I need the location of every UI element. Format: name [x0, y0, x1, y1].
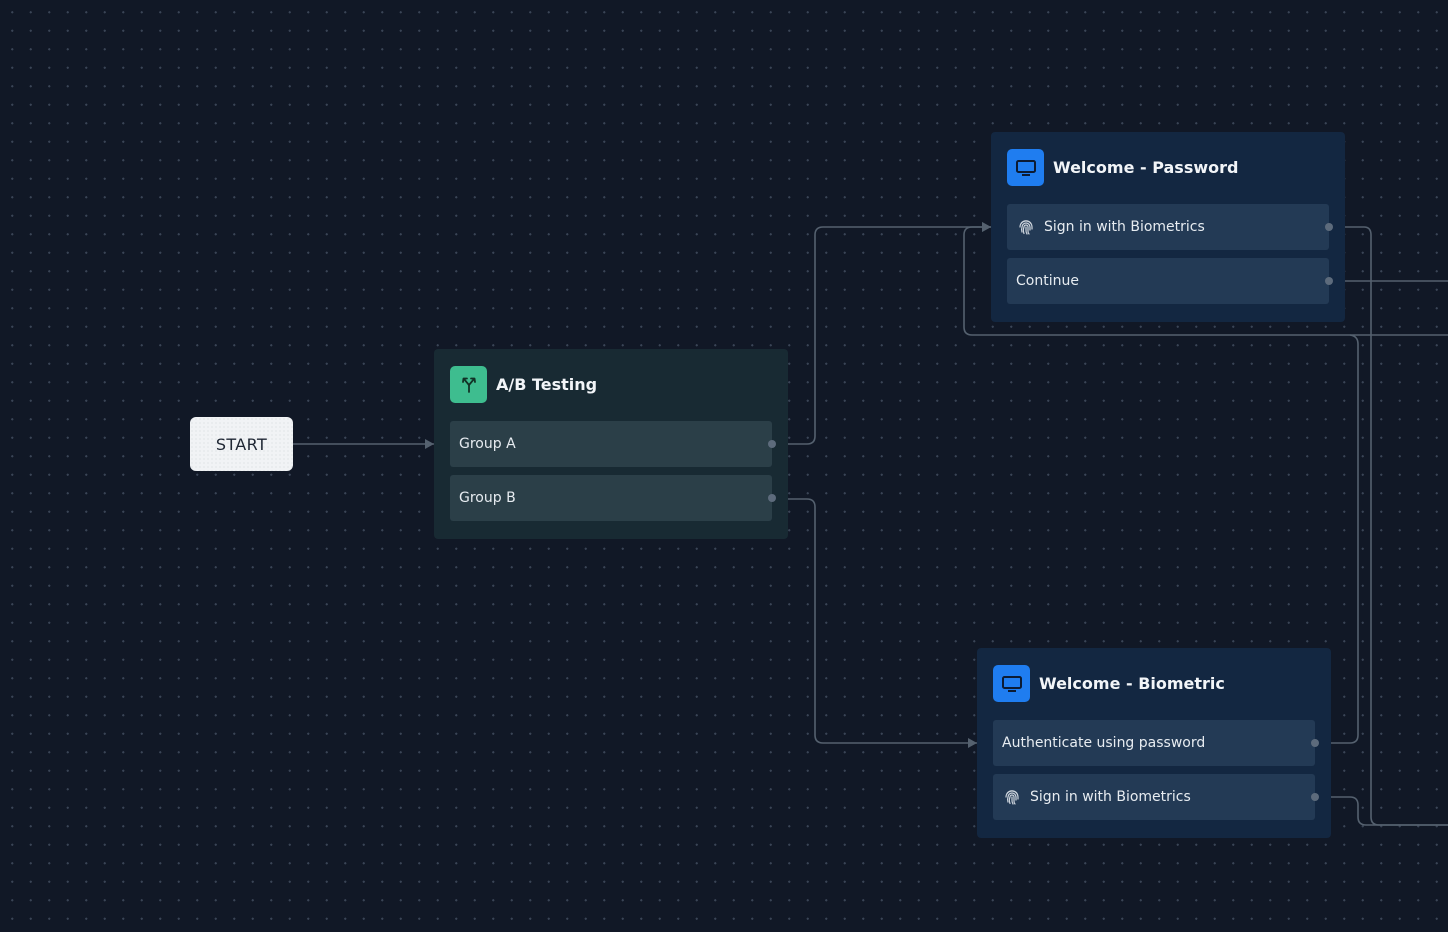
- edge-groupb-to-welcome-biometric: [771, 498, 977, 748]
- fingerprint-icon: [1017, 218, 1035, 236]
- output-port[interactable]: [1311, 739, 1319, 747]
- split-branch-icon: [450, 366, 487, 403]
- ab-testing-header: A/B Testing: [450, 366, 772, 403]
- option-label: Authenticate using password: [1002, 735, 1206, 751]
- welcome-biometric-node[interactable]: Welcome - Biometric Authenticate using p…: [977, 648, 1331, 838]
- ab-testing-title: A/B Testing: [496, 375, 598, 394]
- welcome-biometric-header: Welcome - Biometric: [993, 665, 1315, 702]
- welcome-password-node[interactable]: Welcome - Password Sign in with Biometri…: [991, 132, 1345, 322]
- output-port[interactable]: [768, 440, 776, 448]
- option-sign-in-biometrics[interactable]: Sign in with Biometrics: [1007, 204, 1333, 250]
- ab-testing-node[interactable]: A/B Testing Group A Group B: [434, 349, 788, 539]
- start-label: START: [215, 434, 268, 454]
- monitor-icon: [1007, 149, 1044, 186]
- monitor-icon: [993, 665, 1030, 702]
- option-group-a[interactable]: Group A: [450, 421, 776, 467]
- welcome-password-header: Welcome - Password: [1007, 149, 1329, 186]
- start-node[interactable]: START: [190, 417, 293, 471]
- option-authenticate-password[interactable]: Authenticate using password: [993, 720, 1319, 766]
- welcome-password-title: Welcome - Password: [1053, 158, 1239, 177]
- option-label: Group A: [459, 436, 516, 452]
- output-port[interactable]: [1325, 277, 1333, 285]
- option-continue[interactable]: Continue: [1007, 258, 1333, 304]
- edge-password-biometrics-out: [1328, 226, 1448, 826]
- option-label: Sign in with Biometrics: [1044, 219, 1205, 235]
- edge-biometric-signin-out: [1314, 796, 1448, 826]
- output-port[interactable]: [1325, 223, 1333, 231]
- fingerprint-icon: [1003, 788, 1021, 806]
- edge-groupa-to-welcome-password: [771, 222, 991, 445]
- output-port[interactable]: [768, 494, 776, 502]
- option-label: Group B: [459, 490, 516, 506]
- option-label: Sign in with Biometrics: [1030, 789, 1191, 805]
- option-sign-in-biometrics[interactable]: Sign in with Biometrics: [993, 774, 1319, 820]
- output-port[interactable]: [1311, 793, 1319, 801]
- welcome-biometric-title: Welcome - Biometric: [1039, 674, 1225, 693]
- option-group-b[interactable]: Group B: [450, 475, 776, 521]
- option-label: Continue: [1016, 273, 1079, 289]
